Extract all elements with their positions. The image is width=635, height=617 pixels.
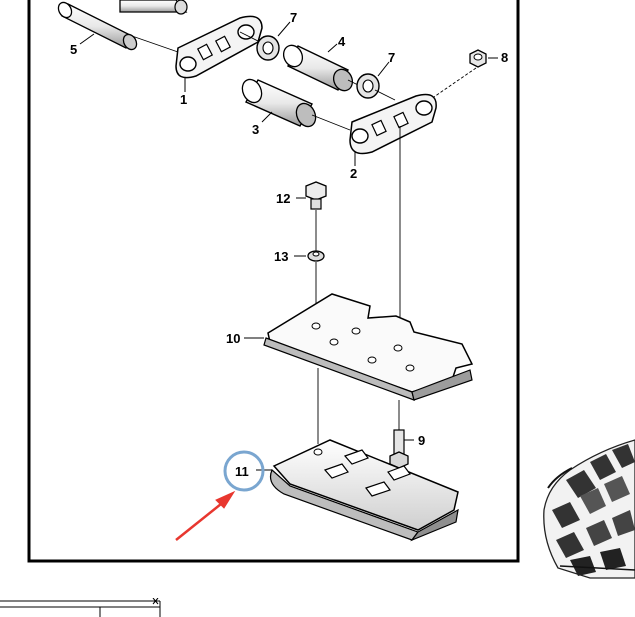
close-icon[interactable]: [152, 598, 159, 605]
bushing-part-3: [241, 78, 351, 131]
diagram-frame: [27, 0, 520, 563]
highlight-circle: [223, 450, 265, 492]
callout-label-11: 11: [235, 464, 249, 479]
callout-label-13: 13: [274, 249, 288, 264]
washer-part-7-lower: [356, 73, 396, 101]
washer-part-7-upper: [256, 35, 280, 61]
callout-label-9: 9: [418, 433, 425, 448]
bolt-part-9: [389, 400, 409, 469]
pin-top: [119, 0, 188, 15]
red-arrow-icon: [175, 490, 236, 541]
callout-label-10: 10: [226, 331, 240, 346]
rubber-shoe-part-11: [269, 439, 459, 542]
callout-label-3: 3: [252, 122, 259, 137]
bushing-part-4: [282, 44, 361, 92]
callout-label-2: 2: [350, 166, 357, 181]
pin-part-5: [57, 1, 179, 53]
link-part-2: [349, 93, 437, 155]
grouser-plate-part-10: [263, 293, 474, 401]
callout-label-8: 8: [501, 50, 508, 65]
nut-part-8: [411, 49, 487, 113]
callout-label-12: 12: [276, 191, 290, 206]
callout-label-5: 5: [70, 42, 77, 57]
nut-part-13: [307, 250, 325, 325]
callout-label-1: 1: [180, 92, 187, 107]
link-part-1: [175, 15, 269, 79]
leader-lines: [79, 21, 498, 471]
callout-label-4: 4: [338, 34, 346, 49]
callout-label-7-upper: 7: [290, 10, 297, 25]
mini-window-frame[interactable]: [0, 598, 163, 617]
bolt-part-12: [305, 181, 327, 252]
rubber-track-photo: [543, 439, 635, 579]
callout-label-7-lower: 7: [388, 50, 395, 65]
